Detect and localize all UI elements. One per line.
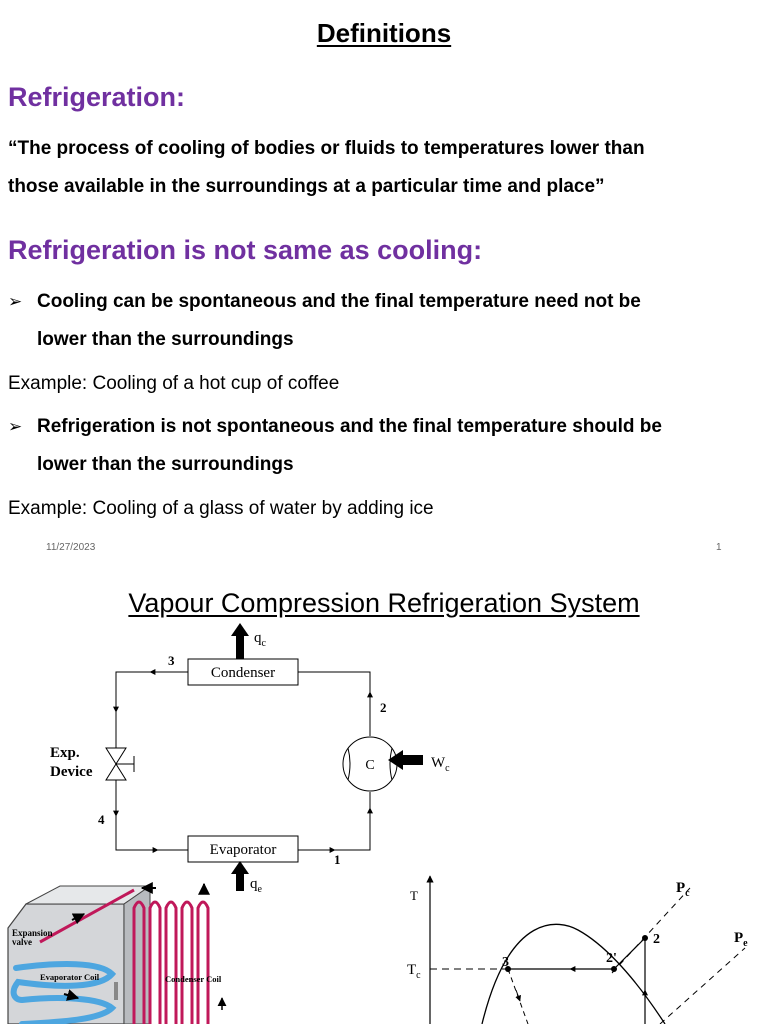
tc-label: Tc (407, 962, 421, 981)
line-3-to-valve (115, 671, 188, 748)
ts-diagram: T Tc 3 2' 2 Pc (407, 875, 748, 1024)
slide-definitions: Definitions Refrigeration: “The process … (8, 18, 758, 553)
compressor-outlet-icon (389, 747, 393, 781)
heading-not-same-as-cooling: Refrigeration is not same as cooling: (8, 235, 483, 265)
condenser-coil-icon (39, 888, 210, 1024)
wc-label: Wc (431, 755, 450, 774)
bullet-arrow-icon: ➢ (8, 292, 23, 311)
slide-title: Definitions (316, 18, 452, 48)
exp-device-label-2: Device (50, 764, 93, 780)
slide-vapour-compression: Vapour Compression Refrigeration System (0, 570, 768, 1024)
evaporator-coil-icon (10, 961, 117, 1024)
flow-arrow-icon (515, 989, 521, 1002)
bullet-2-line-2: lower than the surroundings (37, 454, 294, 475)
example-coffee: Example: Cooling of a hot cup of coffee (8, 373, 340, 394)
evaporator-label: Evaporator (210, 842, 277, 858)
state-2-point (642, 935, 648, 941)
fridge-side (123, 885, 151, 1024)
flow-arrow-icon (63, 989, 80, 1001)
isobar-pe (659, 947, 746, 1024)
bullet-1-line-1: Cooling can be spontaneous and the final… (37, 291, 641, 312)
example-ice: Example: Cooling of a glass of water by … (8, 498, 434, 519)
compressor-label: C (365, 758, 374, 773)
evaporator-box (187, 835, 299, 863)
slide-date: 11/27/2023 (46, 542, 96, 553)
point-3-label: 3 (502, 955, 509, 970)
expansion-valve-label-1: Expansion (12, 928, 53, 938)
bullet-2-line-1: Refrigeration is not spontaneous and the… (37, 416, 662, 437)
isobar-pc (611, 887, 691, 974)
expansion-valve-icon (105, 747, 135, 781)
definition-text: “The process of cooling of bodies or flu… (8, 130, 758, 206)
slide-number: 1 (716, 542, 722, 553)
evaporator-coil-label: Evaporator Coil (40, 972, 100, 982)
state-4-label: 4 (98, 812, 105, 827)
flow-arrow-icon (71, 913, 86, 925)
line-valve-to-evaporator (115, 780, 188, 851)
state-1-label: 1 (334, 852, 341, 867)
qc-label: qc (254, 630, 267, 649)
bullet-refrigeration: ➢ Refrigeration is not spontaneous and t… (8, 408, 758, 484)
bullet-cooling: ➢ Cooling can be spontaneous and the fin… (8, 283, 758, 359)
heading-refrigeration: Refrigeration: (8, 82, 186, 112)
heat-absorbed-arrow-icon (231, 861, 249, 891)
definition-line-1: “The process of cooling of bodies or flu… (8, 138, 645, 159)
pe-label: Pe (734, 930, 748, 949)
work-input-arrow-icon (388, 750, 423, 770)
condenser-coil-label: Condenser Coil (165, 974, 222, 984)
definition-line-2: those available in the surroundings at a… (8, 176, 605, 197)
refrigerator-illustration: Expansion valve Evaporator Coil Condense… (7, 882, 227, 1024)
condenser-label: Condenser (211, 665, 275, 681)
cycle-schematic: Condenser Evaporator C Exp. Device 3 2 4… (50, 623, 450, 895)
exp-device-label-1: Exp. (50, 745, 80, 761)
line-evaporator-to-compressor (298, 792, 371, 851)
bullet-1-line-2: lower than the surroundings (37, 329, 294, 350)
vcr-diagram: Condenser Evaporator C Exp. Device 3 2 4… (7, 623, 748, 1024)
slide-title: Vapour Compression Refrigeration System (128, 588, 640, 618)
state-3-label: 3 (168, 653, 175, 668)
heat-rejected-arrow-icon (231, 623, 249, 659)
state-2prime-point (611, 966, 617, 972)
t-axis-label: T (410, 888, 418, 903)
expansion-valve-label-2: valve (12, 937, 32, 947)
qe-label: qe (250, 876, 263, 895)
pc-label: Pc (676, 880, 690, 899)
line-compressor-to-condenser (298, 671, 371, 736)
compressor-inlet-icon (347, 747, 351, 781)
bullet-arrow-icon: ➢ (8, 417, 23, 436)
saturation-dome (481, 923, 666, 1024)
point-2-label: 2 (653, 932, 660, 947)
point-2prime-label: 2' (606, 951, 617, 966)
state-3-point (505, 966, 511, 972)
state-2-label: 2 (380, 700, 387, 715)
